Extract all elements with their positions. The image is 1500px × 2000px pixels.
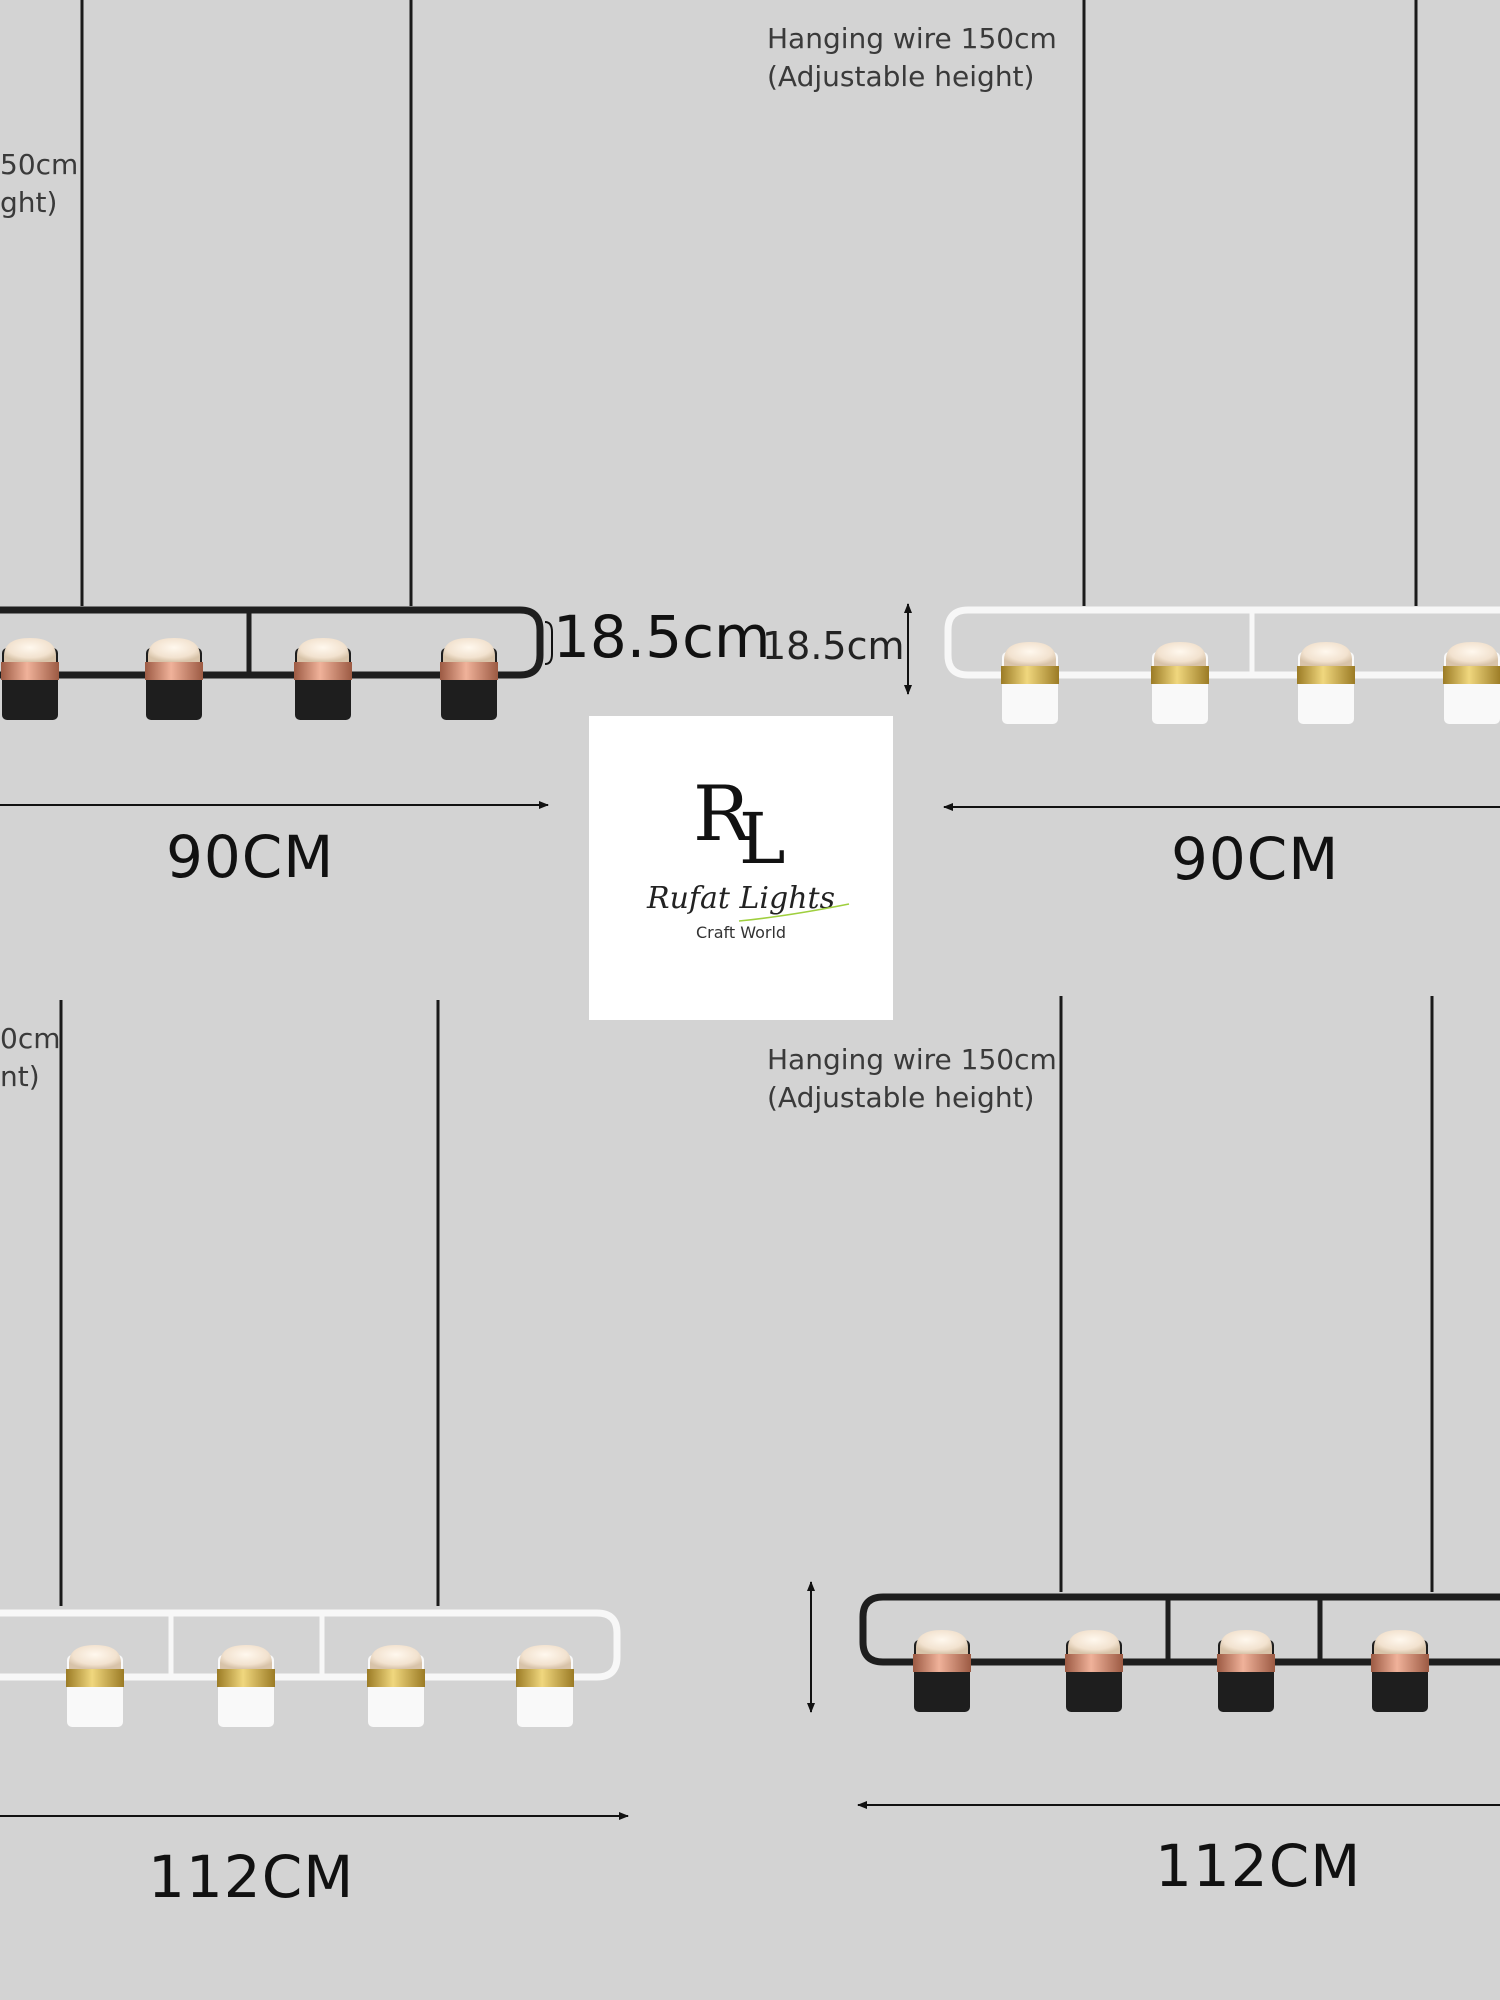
wire-label-top-right: Hanging wire 150cm (Adjustable height): [767, 20, 1057, 96]
logo-accent-swoosh: [738, 903, 850, 922]
lamp-shade: [1065, 1630, 1123, 1712]
fixture-frame: [0, 606, 544, 679]
brand-logo: R L Rufat Lights Craft World: [589, 716, 893, 1020]
logo-mark-l: L: [739, 798, 786, 880]
wire-label-line1: Hanging wire 150cm: [767, 22, 1057, 55]
lamp-shade: [145, 638, 203, 720]
lamp-shade: [66, 1645, 124, 1727]
fixture-frame: [859, 1593, 1500, 1666]
wire-label-top-left: 50cm ght): [0, 146, 78, 222]
wire-label-line1: 0cm: [0, 1022, 61, 1055]
height-label-large: 18.5cm: [553, 603, 771, 671]
wire-label-line2: nt): [0, 1060, 40, 1093]
lamp-shade: [1443, 642, 1500, 724]
lamp-shade: [913, 1630, 971, 1712]
wire-label-line1: 50cm: [0, 148, 79, 181]
pendant-top-left-black: [0, 0, 549, 809]
logo-tagline: Craft World: [695, 923, 787, 942]
lamp-shade: [367, 1645, 425, 1727]
lamp-shade: [1297, 642, 1355, 724]
height-label-small: 18.5cm: [762, 624, 905, 668]
width-label-top-left: 90CM: [166, 823, 335, 891]
width-label-bottom-right: 112CM: [1155, 1832, 1362, 1900]
lamp-shade: [1151, 642, 1209, 724]
lamp-shade: [1371, 1630, 1429, 1712]
fixture-frame: [0, 1609, 621, 1681]
height-bracket: [544, 621, 553, 665]
logo-brand-script: Rufat Lights: [647, 881, 835, 916]
lamp-shade: [294, 638, 352, 720]
wire-label-line2: ght): [0, 186, 58, 219]
wire-label-bottom-right: Hanging wire 150cm (Adjustable height): [767, 1041, 1057, 1117]
lamp-shade: [440, 638, 498, 720]
width-label-bottom-left: 112CM: [148, 1843, 355, 1911]
wire-label-line2: (Adjustable height): [767, 60, 1035, 93]
lamp-shade: [1001, 642, 1059, 724]
wire-label-line1: Hanging wire 150cm: [767, 1043, 1057, 1076]
wire-label-line2: (Adjustable height): [767, 1081, 1035, 1114]
width-label-top-right: 90CM: [1171, 825, 1340, 893]
pendant-bottom-left-white: [0, 1000, 629, 1820]
logo-mark-r: R: [693, 769, 751, 858]
fixture-frame: [944, 606, 1500, 679]
pendant-bottom-right-black: [807, 996, 1500, 1809]
lamp-shade: [516, 1645, 574, 1727]
lamp-shade: [1217, 1630, 1275, 1712]
lamp-shade: [1, 638, 59, 720]
pendant-top-right-white: [904, 0, 1500, 811]
wire-label-bottom-left: 0cm nt): [0, 1020, 60, 1096]
lamp-shade: [217, 1645, 275, 1727]
